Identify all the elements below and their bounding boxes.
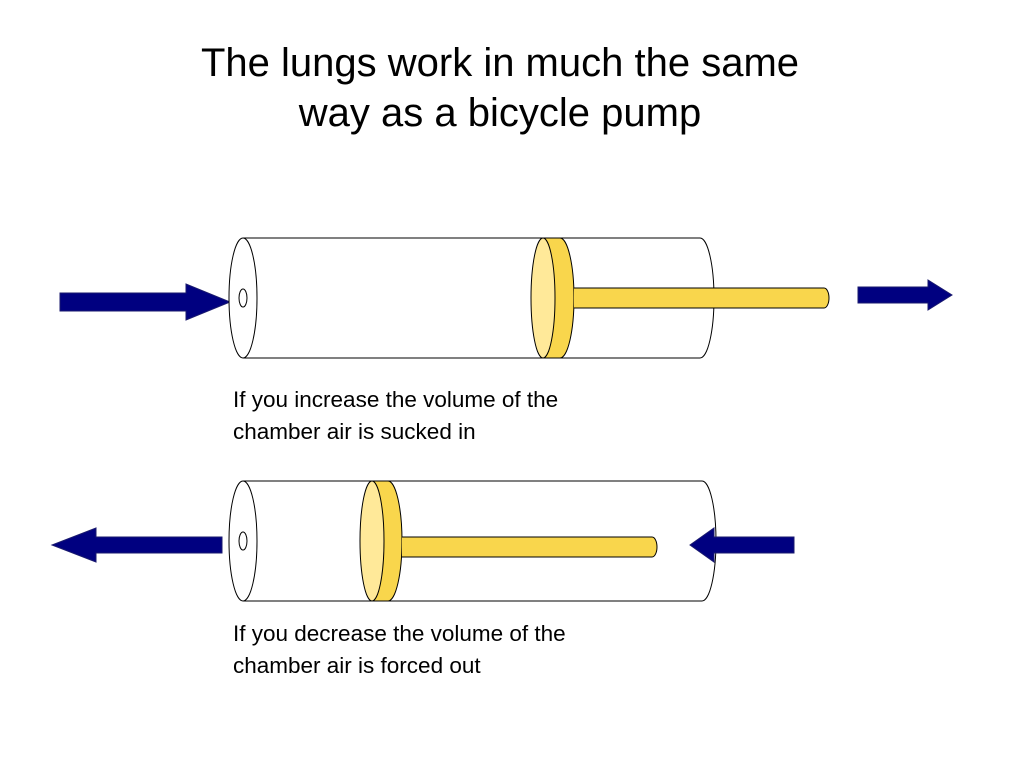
page-title: The lungs work in much the same way as a… (0, 38, 1000, 138)
title-line-2: way as a bicycle pump (298, 91, 702, 135)
intake-arrow-icon (59, 283, 232, 321)
pump-cylinder (228, 237, 715, 359)
air-hole-icon (238, 288, 248, 308)
pump-plunger (359, 480, 658, 602)
pump-diagram-intake (59, 237, 953, 359)
caption-decrease-volume: If you decrease the volume of the chambe… (233, 618, 693, 682)
caption-increase-volume: If you increase the volume of the chambe… (233, 384, 693, 448)
pump-diagram-exhaust (50, 480, 795, 602)
caption-decrease-line-1: If you decrease the volume of the (233, 621, 566, 646)
outflow-arrow-icon (857, 279, 953, 311)
caption-increase-line-2: chamber air is sucked in (233, 419, 476, 444)
title-line-1: The lungs work in much the same (200, 41, 800, 85)
pump-plunger (530, 237, 830, 359)
caption-increase-line-1: If you increase the volume of the (233, 387, 559, 412)
exhaust-arrow-icon (50, 527, 223, 563)
caption-decrease-line-2: chamber air is forced out (233, 653, 481, 678)
air-hole-icon (238, 531, 248, 551)
push-arrow-icon (689, 527, 795, 563)
